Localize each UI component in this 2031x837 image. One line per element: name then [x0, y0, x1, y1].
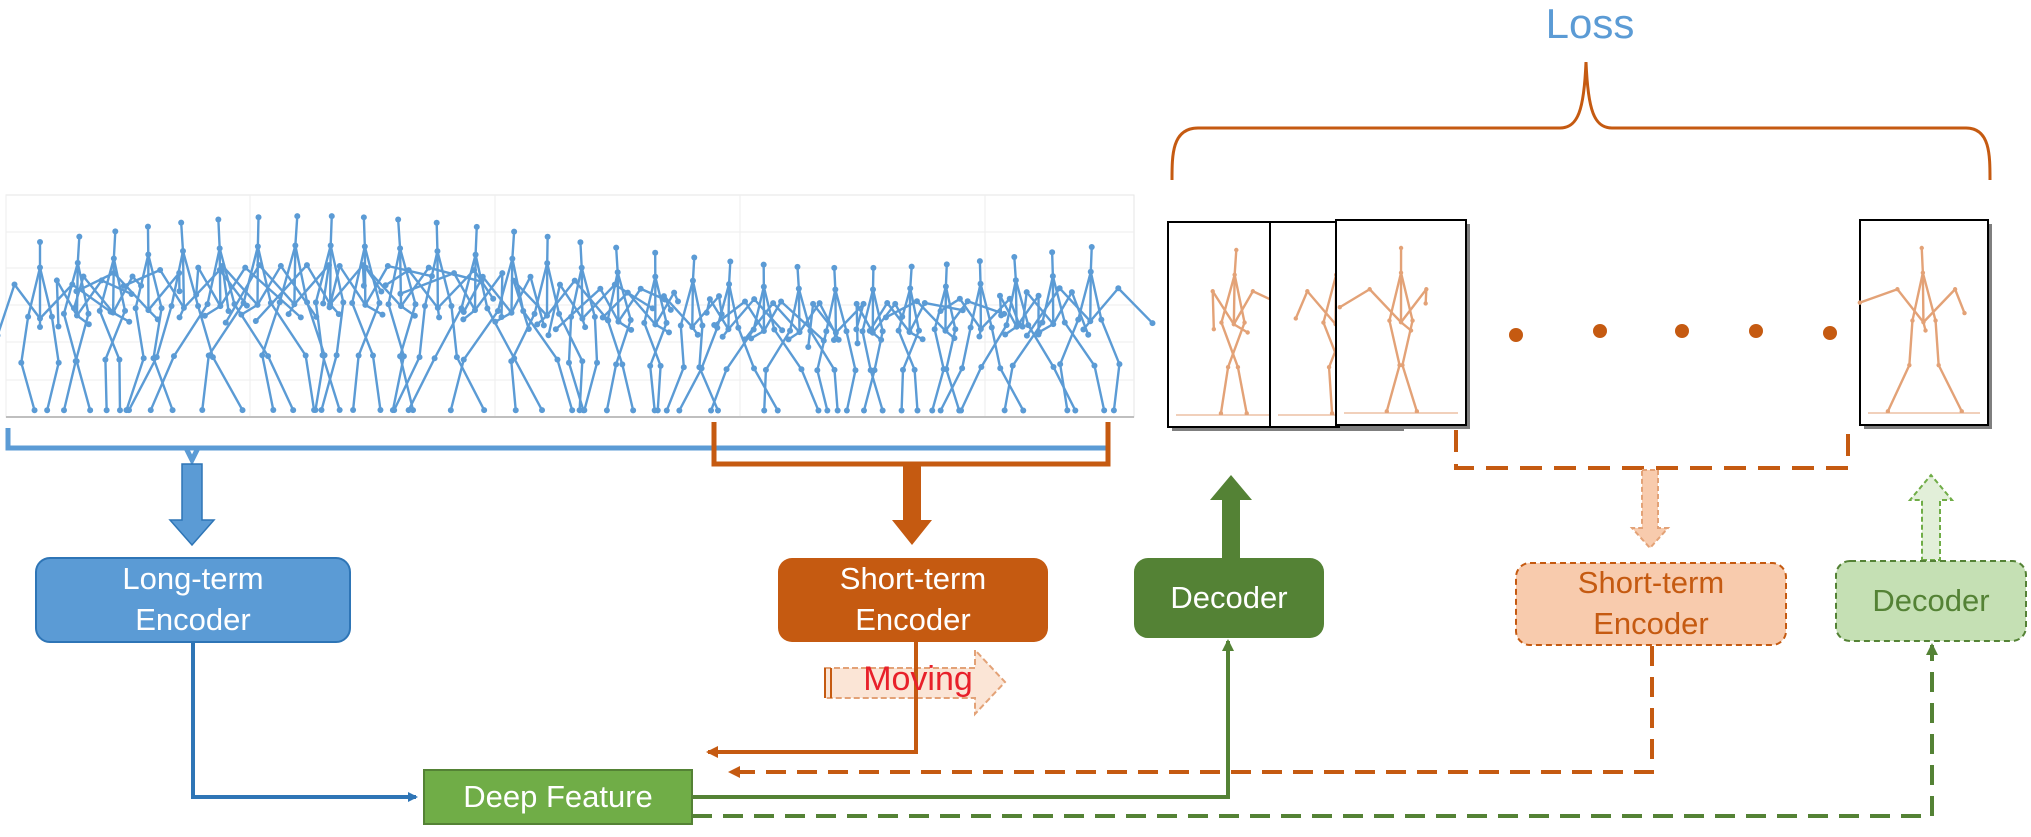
- edge-long-term-to-deep-feature: [191, 642, 418, 802]
- long-term-encoder-label: Long-term Encoder: [122, 561, 264, 637]
- pose-frame: [1857, 219, 1992, 429]
- predicted-pose-frames: [1167, 219, 1992, 431]
- deep-feature-label: Deep Feature: [463, 778, 653, 814]
- future-short-term-bracket: [1454, 430, 1850, 470]
- moving-label: Moving: [863, 660, 973, 698]
- future-decoder-label: Decoder: [1872, 582, 1990, 618]
- edge-deep-feature-to-future-decoder: [692, 643, 1938, 818]
- short-term-encoder-label: Short-term Encoder: [839, 561, 987, 637]
- blue-skeleton-frames: [0, 213, 1156, 414]
- edge-deep-feature-to-decoder: [692, 639, 1234, 799]
- block-arrow-to-future-short-term-encoder: [1629, 469, 1671, 550]
- long-term-bracket-tip: [183, 446, 201, 466]
- short-term-bracket: [711, 422, 1111, 467]
- future-short-term-encoder-box: [1515, 562, 1787, 646]
- block-arrow-to-long-term-encoder: [168, 463, 216, 547]
- block-arrow-from-future-decoder: [1907, 473, 1955, 561]
- loss-label: Loss: [1545, 0, 1635, 47]
- pose-frame: [1335, 219, 1470, 429]
- future-decoder-box: [1835, 560, 2027, 642]
- edge-short-term-to-deep-feature: [706, 642, 918, 758]
- moving-arrow-tail-stripes: [824, 668, 832, 698]
- loss-brace: [1170, 61, 1992, 181]
- block-arrow-to-short-term-encoder: [892, 464, 932, 545]
- decoder-box: [1134, 558, 1324, 638]
- decoder-label: Decoder: [1170, 579, 1288, 615]
- deep-feature-box: [423, 769, 693, 825]
- ellipsis-dots: [1509, 324, 1837, 342]
- skeleton-sequence-chart: [0, 194, 1156, 418]
- edge-future-short-term-to-deep-feature: [728, 646, 1654, 778]
- long-term-encoder-box: [35, 557, 351, 643]
- future-short-term-encoder-label: Short-term Encoder: [1577, 565, 1725, 641]
- block-arrow-from-decoder: [1210, 475, 1252, 560]
- short-term-encoder-box: [778, 558, 1048, 642]
- long-term-bracket: [5, 428, 1111, 451]
